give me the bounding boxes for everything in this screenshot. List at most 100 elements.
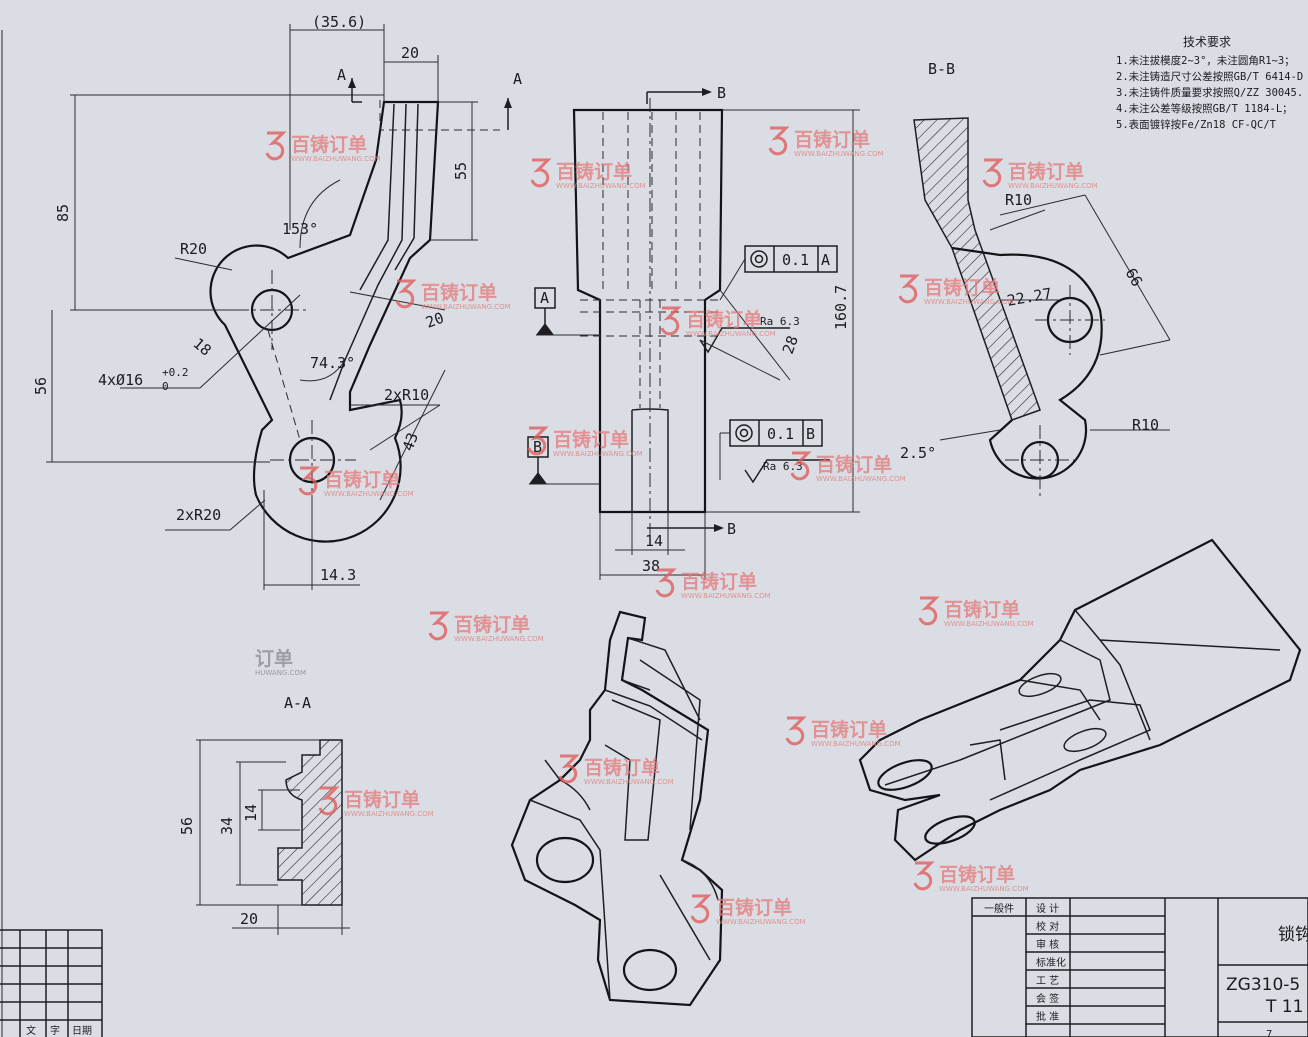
dim-tol-lower: 0 (162, 380, 169, 393)
watermark-text: 百铸订单 (816, 453, 892, 476)
dim-14-3: 14.3 (320, 566, 356, 584)
watermark-text: 百铸订单 (421, 281, 497, 304)
dim-35-6: (35.6) (312, 13, 366, 31)
isometric-view-1 (510, 610, 724, 1007)
datum-a-label: A (540, 289, 549, 307)
title-block-row: 批 准 (1036, 1010, 1059, 1023)
material: ZG310-5 (1226, 975, 1300, 995)
watermark-url: WWW.BAIZHUWANG.COM (924, 298, 1014, 306)
watermark-url: WWW.BAIZHUWANG.COM (811, 740, 901, 748)
title-block-row: 标准化 (1036, 956, 1066, 969)
watermark-logo-icon (913, 861, 935, 891)
bl-table-label: 日期 (72, 1025, 92, 1037)
watermark-logo-icon (660, 306, 682, 336)
bottom-left-table: 文 字 日期 (0, 929, 103, 1037)
watermark-logo-icon (527, 426, 549, 456)
watermark-url: HUWANG.COM (255, 669, 306, 677)
watermark-logo-icon (790, 451, 812, 481)
tech-req-title: 技术要求 (1183, 35, 1231, 49)
section-mark-b-bottom: B (727, 520, 736, 538)
watermark-url: WWW.BAIZHUWANG.COM (794, 150, 884, 158)
watermark-text: 百铸订单 (1008, 160, 1084, 183)
title-block-row: 会 签 (1036, 992, 1059, 1005)
part-name: 锁钩 (1278, 925, 1308, 945)
tech-req-item: 4.未注公差等级按照GB/T 1184-L； (1116, 102, 1293, 115)
fcf-1-datum: A (821, 251, 830, 269)
watermark-logo-icon (395, 279, 417, 309)
title-block-row: 设 计 (1036, 902, 1059, 915)
watermark-url: WWW.BAIZHUWANG.COM (681, 592, 771, 600)
section-mark-b-top: B (717, 84, 726, 102)
dim-74-3deg: 74.3° (310, 354, 355, 372)
watermark-logo-icon (428, 611, 450, 641)
tech-req-item: 1.未注拔模度2~3°，未注圆角R1~3； (1116, 54, 1295, 67)
fcf-2-tolerance: 0.1 (767, 425, 794, 443)
dim-aa-20: 20 (240, 910, 258, 928)
watermark-layer: 百铸订单WWW.BAIZHUWANG.COM百铸订单WWW.BAIZHUWANG… (255, 126, 1098, 926)
watermark-logo-icon (558, 754, 580, 784)
watermark-url: WWW.BAIZHUWANG.COM (421, 303, 511, 311)
watermark-url: WWW.BAIZHUWANG.COM (816, 475, 906, 483)
dim-14: 14 (645, 532, 663, 550)
fcf-2-datum: B (806, 425, 815, 443)
watermark-url: WWW.BAIZHUWANG.COM (454, 635, 544, 643)
fcf-1-tolerance: 0.1 (782, 251, 809, 269)
watermark-text: 订单 (255, 647, 293, 670)
dim-56: 56 (32, 377, 50, 395)
section-bb-label: B-B (928, 60, 955, 78)
title-block-row: 校 对 (1036, 920, 1059, 933)
watermark-url: WWW.BAIZHUWANG.COM (939, 885, 1029, 893)
watermark-url: WWW.BAIZHUWANG.COM (584, 778, 674, 786)
watermark-logo-icon (655, 568, 677, 598)
watermark-text: 百铸订单 (556, 160, 632, 183)
dim-aa-34: 34 (218, 817, 236, 835)
dim-153deg: 153° (282, 220, 318, 238)
section-a-a: A-A 56 34 14 20 (178, 694, 350, 935)
watermark-logo-icon (982, 158, 1004, 188)
watermark-text: 百铸订单 (686, 308, 762, 331)
watermark-text: 百铸订单 (794, 128, 870, 151)
watermark-logo-icon (318, 786, 340, 816)
watermark-logo-icon (298, 466, 320, 496)
watermark-url: WWW.BAIZHUWANG.COM (324, 490, 414, 498)
dim-r20: R20 (180, 240, 207, 258)
tech-req-item: 2.未注铸造尺寸公差按照GB/T 6414-D (1116, 70, 1303, 83)
dim-2xr10: 2xR10 (384, 386, 429, 404)
sheet-mark: 7 (1266, 1029, 1272, 1037)
tech-req-item: 3.未注铸件质量要求按照Q/ZZ 30045. (1116, 86, 1303, 99)
watermark-text: 百铸订单 (324, 468, 400, 491)
dim-55: 55 (452, 162, 470, 180)
watermark-url: WWW.BAIZHUWANG.COM (553, 450, 643, 458)
section-mark-a-right: A (513, 70, 522, 88)
dim-160-7: 160.7 (832, 285, 850, 330)
watermark-text: 百铸订单 (811, 718, 887, 741)
watermark-text: 百铸订单 (344, 788, 420, 811)
watermark-logo-icon (918, 596, 940, 626)
watermark-logo-icon (898, 274, 920, 304)
dim-bb-r10-bottom: R10 (1132, 416, 1159, 434)
tech-requirements: 技术要求 1.未注拔模度2~3°，未注圆角R1~3； 2.未注铸造尺寸公差按照G… (1116, 35, 1303, 131)
watermark-url: WWW.BAIZHUWANG.COM (716, 918, 806, 926)
dim-bb-r10-top: R10 (1005, 191, 1032, 209)
watermark-logo-icon (785, 716, 807, 746)
dim-20-mid: 20 (423, 309, 446, 332)
watermark-logo-icon (530, 158, 552, 188)
dim-tol-upper: +0.2 (162, 366, 189, 379)
watermark-text: 百铸订单 (681, 570, 757, 593)
watermark-url: WWW.BAIZHUWANG.COM (556, 182, 646, 190)
